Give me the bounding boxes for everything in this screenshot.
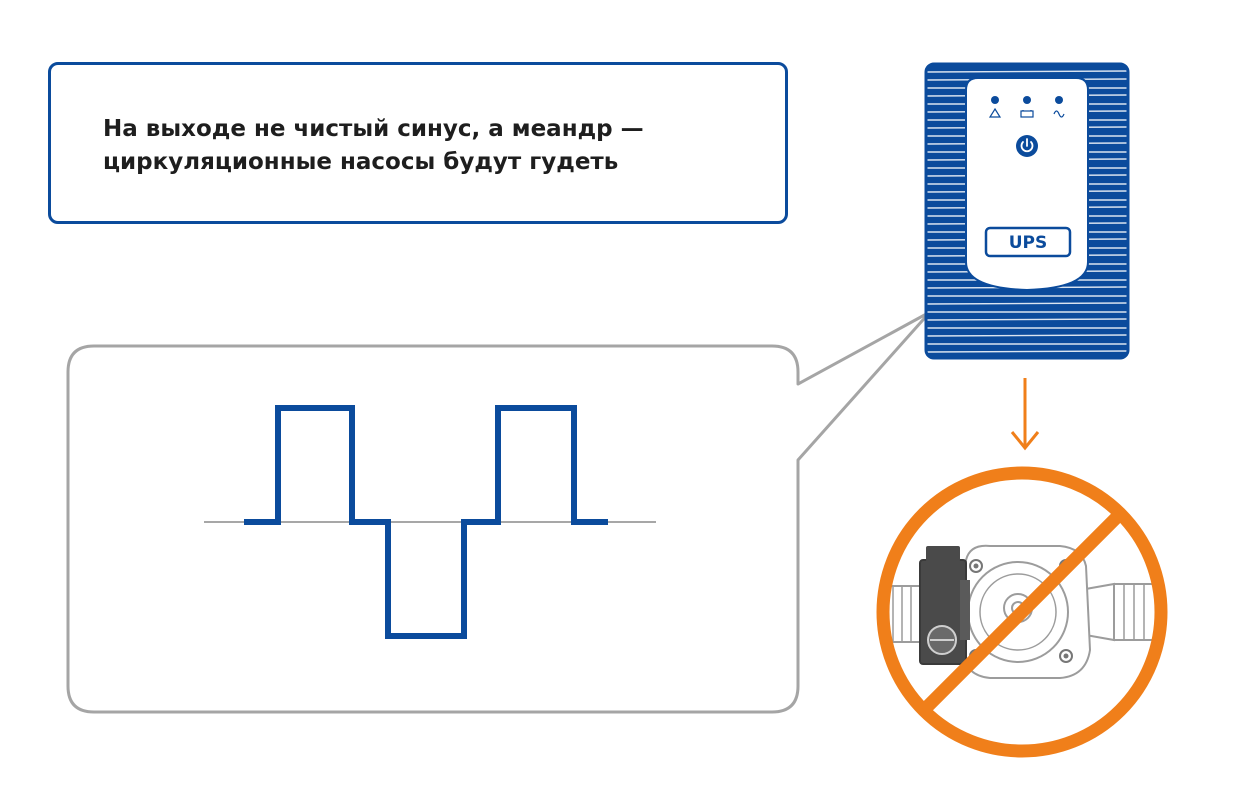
battery-led	[1023, 96, 1031, 104]
ups-front-panel	[966, 78, 1088, 290]
ups-device: UPS	[926, 64, 1128, 358]
warning-led	[991, 96, 999, 104]
down-arrow	[1012, 378, 1038, 448]
ac-led	[1055, 96, 1063, 104]
ups-label: UPS	[1009, 233, 1048, 253]
